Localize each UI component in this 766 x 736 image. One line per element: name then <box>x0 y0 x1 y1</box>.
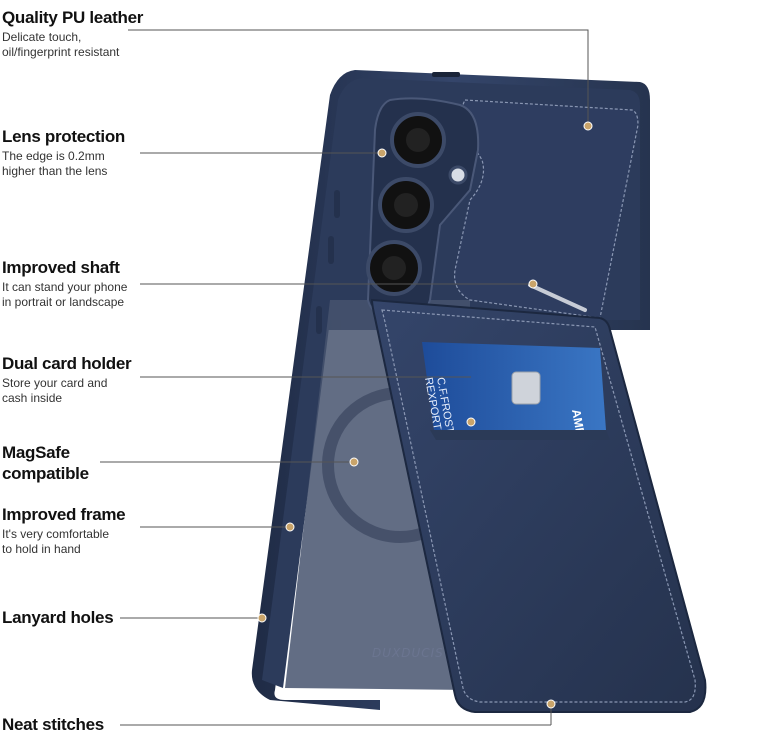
feature-title: Dual card holder <box>2 354 132 373</box>
feature-dual-card-holder: Dual card holder Store your card and cas… <box>2 353 132 406</box>
feature-improved-shaft: Improved shaft It can stand your phone i… <box>2 257 127 310</box>
feature-title: Improved shaft <box>2 258 120 277</box>
flash <box>448 165 468 185</box>
hinge <box>528 283 587 312</box>
feature-desc: It's very comfortable to hold in hand <box>2 527 109 556</box>
feature-desc: The edge is 0.2mm higher than the lens <box>2 149 108 178</box>
feature-title: Neat stitches <box>2 715 104 734</box>
feature-neat-stitches: Neat stitches <box>2 714 104 735</box>
card-chip <box>511 371 541 405</box>
feature-desc: It can stand your phone in portrait or l… <box>2 280 128 309</box>
leader-lines <box>100 29 589 726</box>
feature-title: Quality PU leather <box>2 8 144 27</box>
feature-title: Improved frame <box>2 505 126 524</box>
feature-lanyard-holes: Lanyard holes <box>2 607 114 628</box>
feature-title: Lens protection <box>2 127 126 146</box>
feature-desc: Store your card and cash inside <box>2 376 108 405</box>
credit-card: C.F.FROST REXPORTI AME <box>422 342 606 437</box>
feature-title: MagSafe compatible <box>2 443 89 483</box>
feature-magsafe: MagSafe compatible <box>2 442 89 484</box>
callout-dots <box>257 121 593 709</box>
feature-lens-protection: Lens protection The edge is 0.2mm higher… <box>2 126 125 179</box>
svg-text:AME: AME <box>569 408 587 437</box>
feature-improved-frame: Improved frame It's very comfortable to … <box>2 504 126 557</box>
feature-quality-leather: Quality PU leather Delicate touch, oil/f… <box>2 7 143 60</box>
feature-desc: Delicate touch, oil/fingerprint resistan… <box>2 30 120 59</box>
feature-title: Lanyard holes <box>2 608 114 627</box>
side-button <box>334 190 340 218</box>
case-brand: DUXDUCIS <box>372 646 444 660</box>
